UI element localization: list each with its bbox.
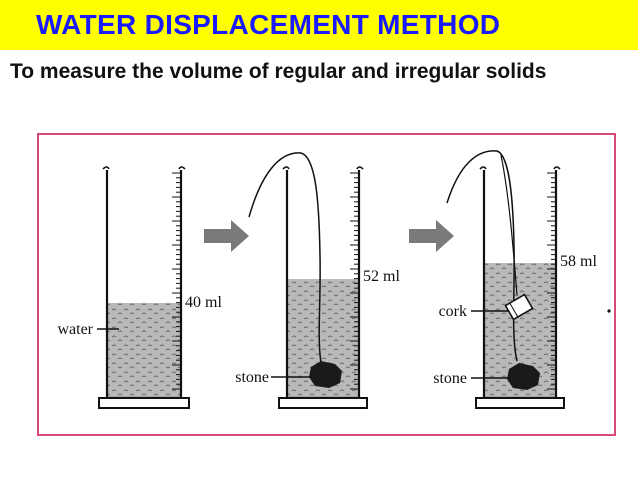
cylinder-2: stone 52 ml xyxy=(235,152,400,409)
slide-title: WATER DISPLACEMENT METHOD xyxy=(36,9,501,40)
arrow-1 xyxy=(204,220,249,252)
stone-label-2: stone xyxy=(235,369,269,386)
cork-3 xyxy=(504,293,534,321)
string-2 xyxy=(248,152,322,364)
stone-2 xyxy=(309,361,342,388)
cylinder-2-lip xyxy=(282,166,364,170)
string-cork-3 xyxy=(500,154,518,296)
reading-label-1: 40 ml xyxy=(185,294,222,311)
cork-label: cork xyxy=(439,303,467,320)
stone-label-3: stone xyxy=(433,370,467,387)
cylinder-3-scale xyxy=(547,172,556,390)
cylinder-1-scale xyxy=(172,172,181,390)
cylinder-1-base xyxy=(98,397,190,409)
stone-3 xyxy=(507,363,540,390)
stray-dot xyxy=(607,309,611,313)
reading-label-2: 52 ml xyxy=(363,268,400,285)
cylinder-1-lip xyxy=(102,166,186,170)
cylinder-2-base xyxy=(278,397,368,409)
water-label: water xyxy=(57,321,93,338)
cylinder-3-lip xyxy=(479,166,561,170)
reading-label-3: 58 ml xyxy=(560,253,597,270)
cylinder-3-base xyxy=(475,397,565,409)
slide-subtitle: To measure the volume of regular and irr… xyxy=(10,60,547,83)
title-bar: WATER DISPLACEMENT METHOD xyxy=(0,0,638,50)
arrow-2 xyxy=(409,220,454,252)
diagram-frame: 40 ml water stone 52 ml xyxy=(37,133,616,436)
cylinder-2-scale xyxy=(350,172,359,390)
water-1 xyxy=(107,303,181,398)
displacement-diagram: 40 ml water stone 52 ml xyxy=(57,150,611,409)
cylinder-1: 40 ml water xyxy=(57,166,222,409)
cylinder-3: cork stone 58 ml xyxy=(433,150,597,409)
